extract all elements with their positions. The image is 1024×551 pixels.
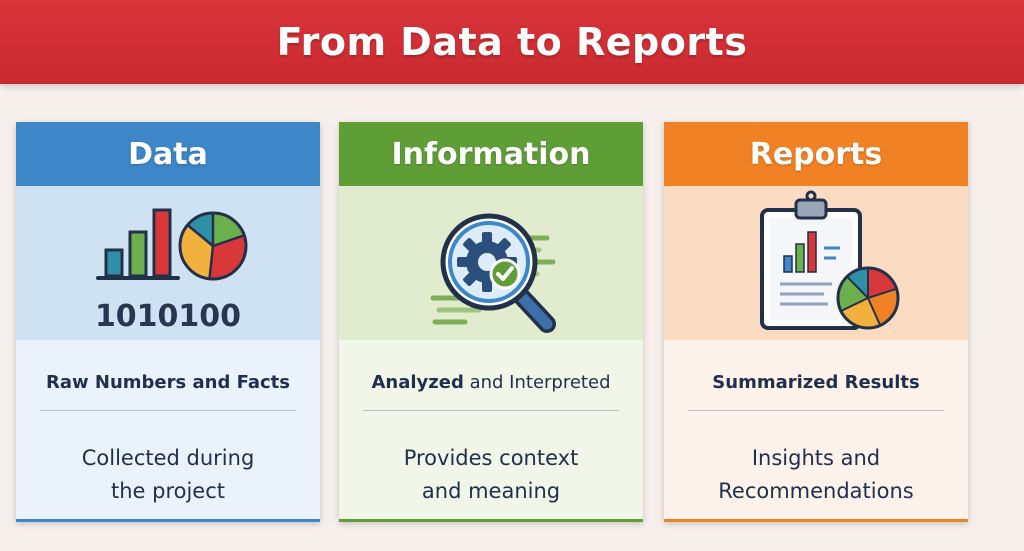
divider (363, 410, 619, 411)
information-card-subtitle-bold: Analyzed (371, 372, 464, 393)
data-card-desc-line-2: the project (110, 479, 226, 503)
reports-card: Reports (664, 122, 968, 522)
reports-card-description: Insights and Recommendations (664, 442, 968, 508)
information-card-bottom-border (339, 519, 643, 522)
page-title: From Data to Reports (276, 20, 748, 64)
data-card-illustration: 1010100 (16, 186, 320, 340)
information-card-desc-line-2: and meaning (421, 479, 561, 503)
reports-card-header: Reports (664, 122, 968, 186)
data-card-subtitle: Raw Numbers and Facts (16, 372, 320, 393)
divider (688, 410, 944, 411)
information-card-heading: Information (391, 136, 591, 172)
data-card-bottom-border (16, 519, 320, 522)
information-card-header: Information (339, 122, 643, 186)
title-banner: From Data to Reports (0, 0, 1024, 84)
data-card-description: Collected during the project (16, 442, 320, 508)
reports-card-subtitle-bold: Summarized Results (712, 372, 920, 393)
data-card-desc-line-1: Collected during (81, 446, 255, 470)
report-pie-chart-icon (836, 266, 900, 330)
data-card-heading: Data (128, 136, 208, 172)
check-badge-icon (489, 258, 521, 290)
reports-card-illustration (664, 186, 968, 340)
reports-card-desc-line-1: Insights and (751, 446, 881, 470)
divider (40, 410, 296, 411)
reports-card-body: Summarized Results Insights and Recommen… (664, 340, 968, 522)
reports-card-bottom-border (664, 519, 968, 522)
data-card-body: Raw Numbers and Facts Collected during t… (16, 340, 320, 522)
information-card-subtitle: Analyzed and Interpreted (339, 372, 643, 393)
bar-chart-icon (96, 208, 180, 280)
data-card: Data 1010100 Raw Number (16, 122, 320, 522)
reports-card-desc-line-2: Recommendations (718, 479, 914, 503)
information-card-illustration (339, 186, 643, 340)
data-card-header: Data (16, 122, 320, 186)
data-card-subtitle-bold: Raw Numbers and Facts (46, 372, 290, 393)
information-card: Information (339, 122, 643, 522)
information-card-subtitle-rest: and Interpreted (463, 372, 611, 393)
binary-digits: 1010100 (95, 299, 241, 334)
reports-card-subtitle: Summarized Results (664, 372, 968, 393)
information-card-desc-line-1: Provides context (403, 446, 579, 470)
information-card-description: Provides context and meaning (339, 442, 643, 508)
pie-chart-icon (178, 211, 248, 281)
reports-card-heading: Reports (749, 136, 883, 172)
information-card-body: Analyzed and Interpreted Provides contex… (339, 340, 643, 522)
